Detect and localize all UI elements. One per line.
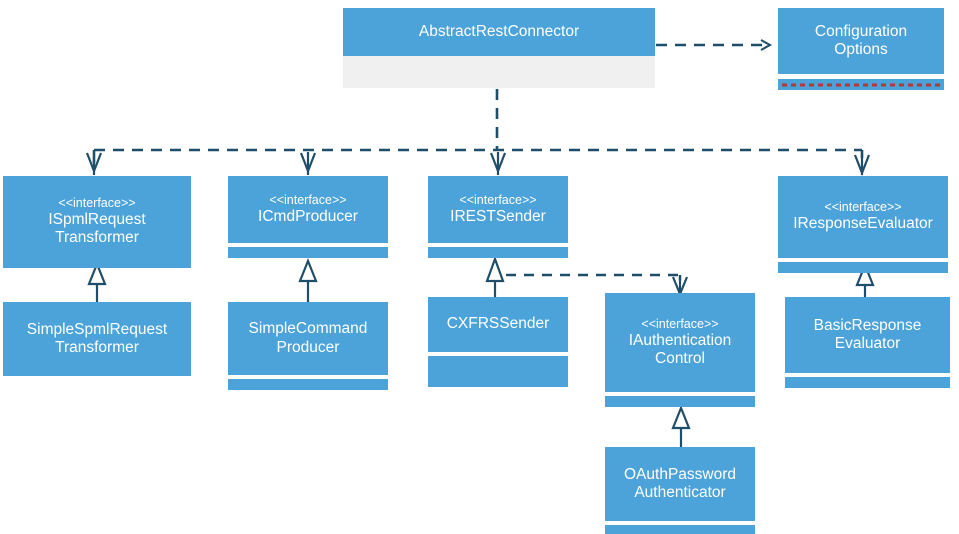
node-abstract-rest-connector[interactable]: AbstractRestConnector [343, 8, 655, 88]
node-compartment-blue [428, 247, 568, 258]
node-header: OAuthPassword Authenticator [605, 447, 755, 521]
node-oauth-password-authenticator[interactable]: OAuthPassword Authenticator [605, 447, 755, 534]
node-header: SimpleCommand Producer [228, 302, 388, 375]
node-header: AbstractRestConnector [343, 8, 655, 56]
node-header: BasicResponse Evaluator [785, 297, 950, 373]
edge-generalization-oauth-password-authenticator [671, 405, 691, 447]
node-compartment-blue [605, 525, 755, 534]
edge-realization-bus [94, 89, 862, 152]
node-compartment-blue [785, 377, 950, 388]
node-simple-command-producer[interactable]: SimpleCommand Producer [228, 302, 388, 390]
node-title: IAuthentication Control [628, 331, 732, 367]
node-header: <<interface>> IAuthentication Control [605, 293, 755, 392]
node-cxfrs-sender[interactable]: CXFRSSender [428, 297, 568, 387]
node-header: SimpleSpmlRequest Transformer [3, 302, 191, 376]
node-basic-response-evaluator[interactable]: BasicResponse Evaluator [785, 297, 950, 388]
stereotype-label: <<interface>> [641, 316, 719, 331]
edge-realization-icmd-producer [299, 152, 317, 175]
node-compartment-gap [605, 392, 755, 396]
edge-realization-iresponse-evaluator [853, 150, 871, 177]
node-title: Configuration Options [814, 22, 908, 58]
stereotype-label: <<interface>> [58, 196, 136, 211]
node-compartment-blue [428, 356, 568, 387]
edge-realization-irest-sender [489, 152, 507, 175]
node-ispml-request-transformer[interactable]: <<interface>> ISpmlRequest Transformer [3, 176, 191, 268]
node-compartment-dashed-red [778, 79, 944, 90]
node-title: IRESTSender [450, 207, 546, 225]
node-title: IResponseEvaluator [793, 215, 933, 233]
node-iauthentication-control[interactable]: <<interface>> IAuthentication Control [605, 293, 755, 407]
node-compartment-gap [778, 74, 944, 79]
node-compartment-blue [228, 247, 388, 258]
node-title: SimpleSpmlRequest Transformer [26, 320, 168, 356]
node-irest-sender[interactable]: <<interface>> IRESTSender [428, 176, 568, 258]
node-header: <<interface>> IResponseEvaluator [778, 176, 948, 258]
node-compartment-gap [228, 243, 388, 247]
edge-generalization-cxfrs-sender [485, 255, 505, 297]
node-header: <<interface>> IRESTSender [428, 176, 568, 243]
node-compartment-blue [228, 379, 388, 390]
edge-generalization-simple-command-producer [298, 258, 318, 302]
node-compartment-gray [343, 56, 655, 88]
node-simple-spml-request-transformer[interactable]: SimpleSpmlRequest Transformer [3, 302, 191, 376]
node-icmd-producer[interactable]: <<interface>> ICmdProducer [228, 176, 388, 258]
node-title: BasicResponse Evaluator [813, 316, 922, 352]
node-header: <<interface>> ISpmlRequest Transformer [3, 176, 191, 268]
node-title: ISpmlRequest Transformer [48, 211, 146, 247]
node-title: ICmdProducer [258, 207, 358, 225]
node-iresponse-evaluator[interactable]: <<interface>> IResponseEvaluator [778, 176, 948, 273]
edge-generalization-simple-spml-request-transformer [87, 261, 107, 302]
node-title: AbstractRestConnector [418, 22, 580, 40]
node-header: CXFRSSender [428, 297, 568, 352]
node-header: <<interface>> ICmdProducer [228, 176, 388, 243]
node-title: SimpleCommand Producer [248, 320, 368, 356]
node-compartment-blue [605, 396, 755, 407]
stereotype-label: <<interface>> [459, 192, 537, 207]
node-configuration-options[interactable]: Configuration Options [778, 8, 944, 90]
node-compartment-gap [428, 352, 568, 356]
node-compartment-gap [228, 375, 388, 379]
stereotype-label: <<interface>> [269, 192, 347, 207]
node-compartment-blue [778, 262, 948, 273]
node-header: Configuration Options [778, 8, 944, 74]
node-compartment-gap [605, 521, 755, 525]
stereotype-label: <<interface>> [824, 200, 902, 215]
edge-realization-ispml-request-transformer [85, 150, 103, 175]
node-compartment-gap [778, 258, 948, 262]
node-title: OAuthPassword Authenticator [624, 465, 736, 501]
node-title: CXFRSSender [446, 315, 550, 333]
node-compartment-gap [428, 243, 568, 247]
node-compartment-gap [785, 373, 950, 377]
